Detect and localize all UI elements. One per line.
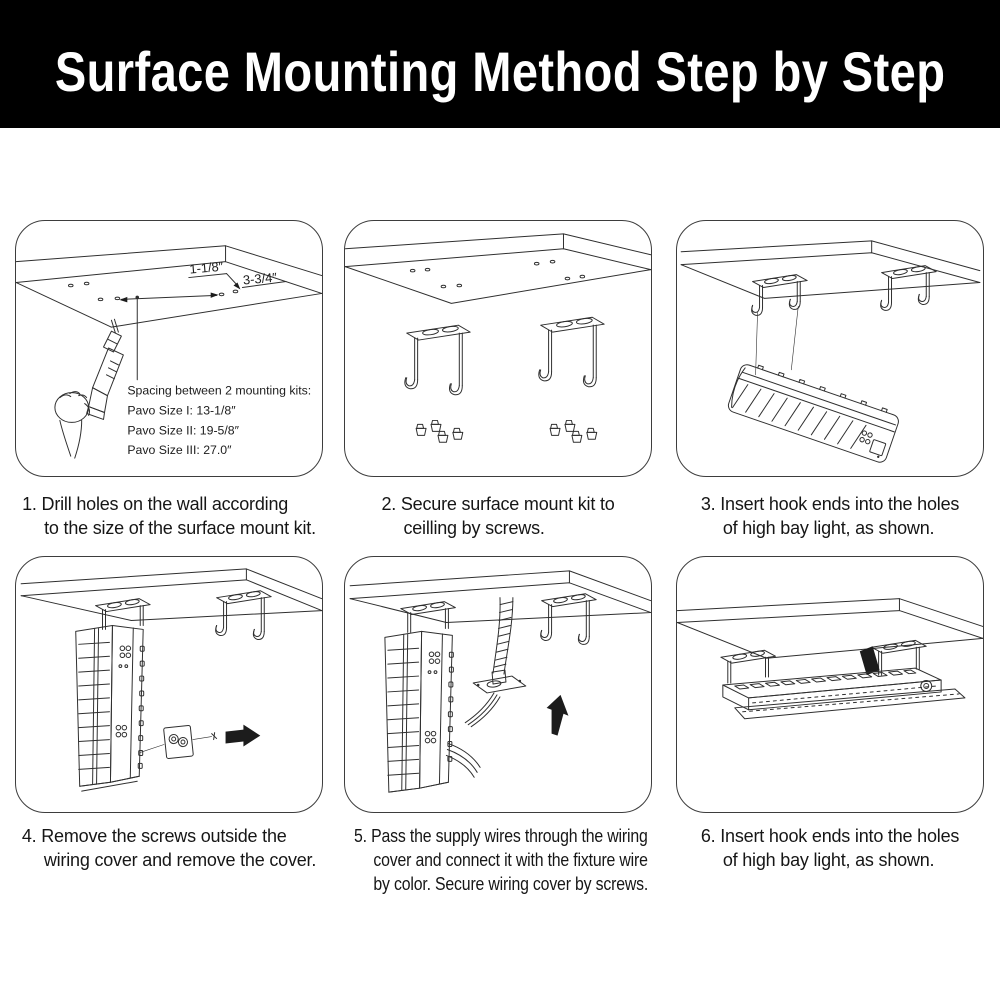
wiring-cover-tab xyxy=(859,646,880,676)
ceiling-slab xyxy=(345,233,651,304)
caption-line: by color. Secure wiring cover by screws. xyxy=(373,874,649,894)
spacing-note: Spacing between 2 mounting kits: Pavo Si… xyxy=(127,384,311,458)
header-bar: Surface Mounting Method Step by Step xyxy=(0,0,1000,128)
caption-line: of high bay light, as shown. xyxy=(722,850,935,870)
hand-drill-icon xyxy=(54,318,124,459)
svg-text:Spacing between 2 mounting kit: Spacing between 2 mounting kits: xyxy=(127,384,311,398)
caption-line: 1. Drill holes on the wall according xyxy=(22,494,289,514)
caption-line: 6. Insert hook ends into the holes xyxy=(700,826,960,846)
step-5-panel xyxy=(344,556,652,813)
ceiling-slab xyxy=(20,568,322,621)
caption-line: 4. Remove the screws outside the xyxy=(21,826,287,846)
mount-bracket-icon xyxy=(720,649,776,684)
step-3-panel xyxy=(676,220,984,477)
mount-bracket-icon xyxy=(880,265,937,311)
step-3-caption: 3. Insert hook ends into the holes of hi… xyxy=(676,492,984,540)
caption-line: ceilling by screws. xyxy=(403,518,545,538)
ceiling-slab xyxy=(349,570,651,623)
high-bay-light-icon xyxy=(727,364,899,463)
step-6-panel xyxy=(676,556,984,813)
page-title: Surface Mounting Method Step by Step xyxy=(54,39,946,103)
step-4-caption: 4. Remove the screws outside the wiring … xyxy=(15,824,323,872)
mount-bracket-icon xyxy=(540,593,597,645)
step-5-caption: 5. Pass the supply wires through the wir… xyxy=(334,824,664,896)
high-bay-light-icon xyxy=(384,630,454,793)
step-4-panel xyxy=(15,556,323,813)
ceiling-slab xyxy=(677,598,983,659)
wiring-cover-icon xyxy=(139,724,218,759)
fixture-wires xyxy=(445,743,481,778)
step-6-illustration xyxy=(677,598,983,720)
dimension-annotations: 1-1/8″ 3-3/4″ xyxy=(119,259,287,381)
high-bay-light-icon xyxy=(722,667,966,720)
step-2-panel xyxy=(344,220,652,477)
supply-conduit-icon xyxy=(464,597,527,728)
caption-line: 3. Insert hook ends into the holes xyxy=(700,494,960,514)
caption-line: 5. Pass the supply wires through the wir… xyxy=(354,826,648,846)
caption-line: 2. Secure surface mount kit to xyxy=(381,494,615,514)
svg-text:Pavo Size III: 27.0″: Pavo Size III: 27.0″ xyxy=(127,443,232,457)
step-4-illustration xyxy=(20,568,322,792)
ceiling-slab xyxy=(16,245,322,328)
step-1-panel: 1-1/8″ 3-3/4″ Spacing between 2 mounting… xyxy=(15,220,323,477)
up-arrow-icon xyxy=(546,694,569,736)
svg-text:Pavo Size I: 13-1/8″: Pavo Size I: 13-1/8″ xyxy=(127,403,236,417)
step-3-illustration xyxy=(680,240,981,463)
step-2-caption: 2. Secure surface mount kit to ceilling … xyxy=(344,492,652,540)
right-arrow-icon xyxy=(225,724,261,747)
step-5-illustration xyxy=(349,570,651,793)
screws-group xyxy=(415,419,598,443)
caption-line: to the size of the surface mount kit. xyxy=(44,518,316,538)
step-2-illustration xyxy=(345,233,651,443)
step-1-caption: 1. Drill holes on the wall according to … xyxy=(15,492,323,540)
high-bay-light-icon xyxy=(75,624,145,792)
svg-text:Pavo Size II: 19-5/8″: Pavo Size II: 19-5/8″ xyxy=(127,423,239,437)
step-1-illustration: 1-1/8″ 3-3/4″ Spacing between 2 mounting… xyxy=(16,245,322,459)
mount-bracket-icon xyxy=(215,590,272,640)
step-6-caption: 6. Insert hook ends into the holes of hi… xyxy=(676,824,984,872)
dim-small-label: 1-1/8″ xyxy=(189,259,225,277)
caption-line: wiring cover and remove the cover. xyxy=(43,850,317,870)
ceiling-slab xyxy=(680,240,981,299)
mount-bracket-icon xyxy=(400,601,456,633)
caption-line: cover and connect it with the fixture wi… xyxy=(373,850,648,870)
dim-large-label: 3-3/4″ xyxy=(242,270,278,288)
caption-line: of high bay light, as shown. xyxy=(722,518,935,538)
mount-bracket-icon xyxy=(751,274,808,316)
